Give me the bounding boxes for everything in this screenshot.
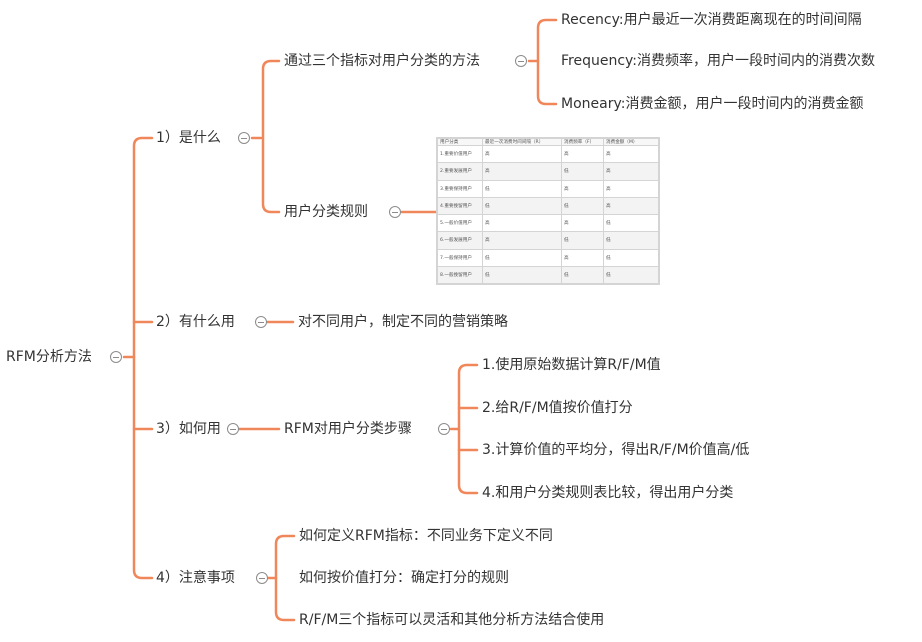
table-row: 6.一般发展用户 高 低 低 [437, 231, 659, 250]
table-cell: 6.一般发展用户 [437, 231, 483, 250]
table-cell: 高 [603, 196, 659, 216]
table-cell: 2.重要发展用户 [437, 162, 483, 181]
table-cell: 5.一般价值用户 [437, 213, 483, 233]
table-cell: 低 [482, 196, 562, 216]
table-row: 3.重要保持用户 低 高 高 [437, 179, 659, 198]
method-collapse-icon[interactable] [515, 55, 527, 67]
table-cell: 高 [603, 179, 659, 198]
table-row: 5.一般价值用户 高 高 低 [437, 213, 659, 233]
table-cell: 1.重要价值用户 [437, 144, 483, 164]
branch-notes-label: 4）注意事项 [156, 570, 235, 586]
note-1: 如何定义RFM指标：不同业务下定义不同 [299, 528, 553, 544]
table-cell: 4.重要挽留用户 [437, 196, 483, 216]
how-step-4: 4.和用户分类规则表比较，得出用户分类 [482, 485, 734, 501]
branch-use-label: 2）有什么用 [156, 314, 235, 330]
metric-frequency: Frequency:消费频率，用户一段时间内的消费次数 [561, 53, 876, 69]
table-cell: 高 [482, 213, 562, 233]
table-cell: 低 [561, 231, 604, 250]
how-collapse-icon[interactable] [438, 423, 450, 435]
table-cell: 8.一般挽留用户 [437, 265, 483, 285]
root-collapse-icon[interactable] [110, 351, 122, 363]
branch-what-label: 1）是什么 [156, 130, 221, 146]
table-cell: 高 [482, 231, 562, 250]
table-cell: 低 [603, 231, 659, 250]
table-cell: 高 [561, 179, 604, 198]
table-cell: 7.一般保持用户 [437, 248, 483, 267]
table-cell: 低 [561, 196, 604, 216]
table-cell: 低 [482, 179, 562, 198]
table-header-row: 用户分类 最近一次消费时间间隔（R） 消费频率（F） 消费金额（M） [437, 138, 659, 146]
table-cell: 低 [482, 265, 562, 285]
metric-recency: Recency:用户最近一次消费距离现在的时间间隔 [561, 12, 862, 28]
table-header-cell: 用户分类 [437, 138, 483, 146]
table-row: 7.一般保持用户 低 高 低 [437, 248, 659, 267]
branch-how-label: 3）如何用 [156, 421, 221, 437]
method-label: 通过三个指标对用户分类的方法 [284, 53, 480, 69]
branch-notes-collapse-icon[interactable] [256, 572, 268, 584]
classification-table: 用户分类 最近一次消费时间间隔（R） 消费频率（F） 消费金额（M） 1.重要价… [436, 137, 660, 285]
table-cell: 低 [561, 265, 604, 285]
rules-label: 用户分类规则 [284, 204, 368, 220]
table-cell: 高 [482, 162, 562, 181]
table-cell: 高 [561, 213, 604, 233]
table-cell: 高 [482, 144, 562, 164]
table-header-cell: 消费频率（F） [561, 138, 604, 146]
how-step-3: 3.计算价值的平均分，得出R/F/M价值高/低 [482, 442, 750, 458]
use-label: 对不同用户，制定不同的营销策略 [298, 314, 508, 330]
branch-what-collapse-icon[interactable] [238, 132, 250, 144]
how-label: RFM对用户分类步骤 [284, 421, 412, 437]
table-row: 2.重要发展用户 高 低 高 [437, 162, 659, 181]
note-2: 如何按价值打分：确定打分的规则 [299, 570, 509, 586]
table-cell: 低 [603, 213, 659, 233]
note-3: R/F/M三个指标可以灵活和其他分析方法结合使用 [299, 612, 605, 628]
table-row: 8.一般挽留用户 低 低 低 [437, 265, 659, 285]
how-step-1: 1.使用原始数据计算R/F/M值 [482, 357, 661, 373]
table-cell: 低 [561, 162, 604, 181]
branch-how-collapse-icon[interactable] [227, 423, 239, 435]
table-cell: 低 [603, 248, 659, 267]
table-row: 1.重要价值用户 高 高 高 [437, 144, 659, 164]
table-cell: 3.重要保持用户 [437, 179, 483, 198]
how-step-2: 2.给R/F/M值按价值打分 [482, 400, 633, 416]
rules-collapse-icon[interactable] [389, 206, 401, 218]
table-cell: 低 [482, 248, 562, 267]
table-cell: 高 [603, 144, 659, 164]
table-cell: 高 [561, 144, 604, 164]
root-node-label: RFM分析方法 [6, 349, 92, 365]
table-row: 4.重要挽留用户 低 低 高 [437, 196, 659, 216]
table-cell: 高 [561, 248, 604, 267]
table-header-cell: 消费金额（M） [603, 138, 659, 146]
table-header-cell: 最近一次消费时间间隔（R） [482, 138, 562, 146]
branch-use-collapse-icon[interactable] [255, 316, 267, 328]
metric-monetary: Moneary:消费金额，用户一段时间内的消费金额 [561, 96, 864, 112]
table-cell: 低 [603, 265, 659, 285]
table-cell: 高 [603, 162, 659, 181]
